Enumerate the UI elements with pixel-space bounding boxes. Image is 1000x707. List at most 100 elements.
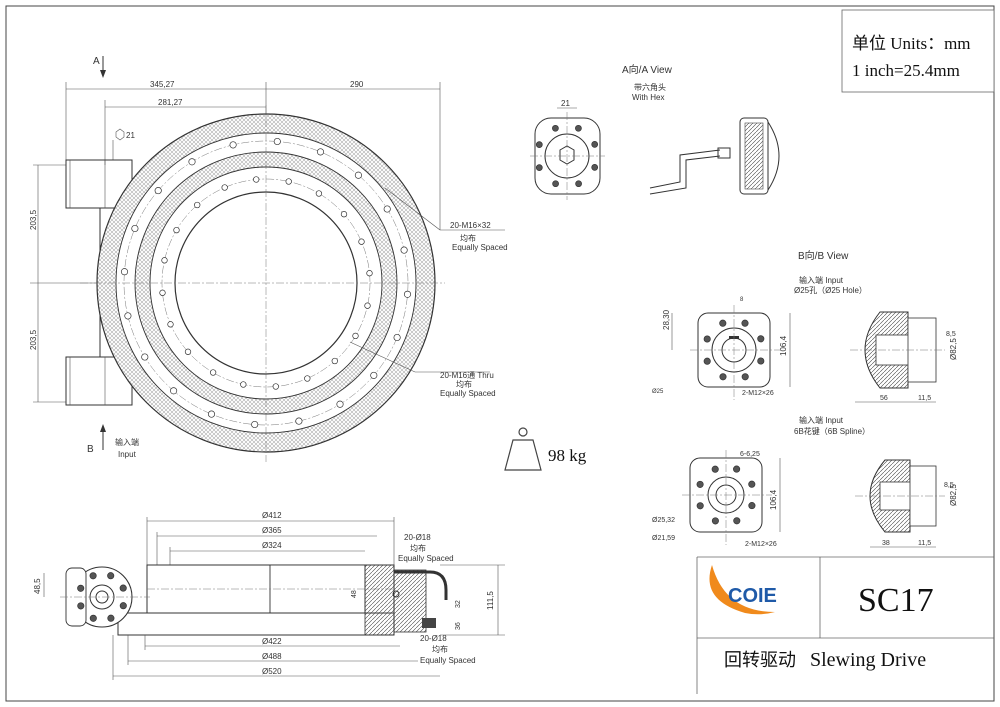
outer-holes-en: Equally Spaced bbox=[452, 243, 508, 252]
bolt-hole bbox=[167, 321, 174, 328]
bolt-hole bbox=[741, 373, 749, 381]
bolt-hole bbox=[331, 357, 338, 365]
weight-icon bbox=[504, 427, 542, 471]
bolt-hole bbox=[107, 572, 115, 580]
sec-h32: 32 bbox=[455, 600, 462, 608]
sec-h48: 48 bbox=[351, 590, 358, 598]
sec-top-holes-spec: 20-Ø18 bbox=[404, 533, 431, 542]
bolt-hole bbox=[119, 584, 127, 592]
bolt-hole bbox=[719, 319, 727, 327]
bolt-hole bbox=[696, 480, 704, 488]
bolt-hole bbox=[552, 124, 559, 132]
bolt-hole bbox=[170, 387, 178, 395]
b-dim-56: 56 bbox=[880, 395, 888, 402]
bolt-hole bbox=[748, 480, 756, 488]
bolt-hole bbox=[194, 201, 201, 209]
drawing-frame bbox=[5, 5, 995, 702]
bolt-hole bbox=[240, 381, 247, 388]
sec-d412: Ø412 bbox=[262, 511, 282, 520]
bolt-hole bbox=[741, 319, 749, 327]
bolt-hole bbox=[383, 205, 391, 213]
sec-h485: 48,5 bbox=[33, 578, 42, 594]
bolt-hole bbox=[221, 184, 228, 191]
b-dim-115a: 11,5 bbox=[918, 395, 931, 402]
bolt-hole bbox=[403, 290, 412, 298]
a-view-dim: 21 bbox=[561, 99, 570, 108]
bolt-hole bbox=[272, 383, 279, 390]
bolt-hole bbox=[251, 420, 259, 429]
bolt-hole bbox=[141, 353, 149, 361]
bolt-hole bbox=[107, 614, 115, 622]
bolt-hole bbox=[184, 348, 192, 355]
units-box bbox=[841, 9, 995, 93]
bolt-hole bbox=[285, 178, 292, 185]
bolt-hole bbox=[354, 171, 362, 179]
bolt-hole bbox=[364, 302, 371, 309]
sec-bot-holes-spec: 20-Ø18 bbox=[420, 634, 447, 643]
sec-d324: Ø324 bbox=[262, 541, 282, 550]
section-view: Ø412 Ø365 Ø324 20-Ø18 均布 Equally Spaced … bbox=[33, 511, 505, 680]
b-tap-a: 2-M12×26 bbox=[742, 390, 774, 397]
b-dim-2532: Ø25,32 bbox=[652, 517, 675, 524]
bolt-hole bbox=[535, 141, 543, 148]
sec-h36: 36 bbox=[455, 622, 462, 630]
bolt-hole bbox=[575, 124, 582, 132]
b-view-title: B向/B View bbox=[798, 249, 849, 262]
b-dim-2159: Ø21,59 bbox=[652, 535, 675, 542]
a-view-title: A向/A View bbox=[622, 63, 673, 76]
model-number: SC17 bbox=[858, 582, 934, 619]
bolt-hole bbox=[77, 602, 85, 610]
bolt-hole bbox=[757, 335, 765, 343]
bolt-hole bbox=[124, 312, 132, 320]
bolt-hole bbox=[733, 465, 741, 473]
bolt-hole bbox=[159, 289, 166, 296]
b-view-hole-cn: 输入端 Input bbox=[799, 275, 844, 285]
bolt-hole bbox=[733, 517, 741, 525]
bolt-hole bbox=[757, 357, 765, 365]
bolt-hole bbox=[209, 369, 217, 376]
b-dim-115b: 11,5 bbox=[918, 540, 931, 547]
b-dim-85a: 8,5 bbox=[946, 331, 956, 338]
outer-hole-pattern bbox=[120, 137, 412, 429]
sec-bot-holes-en: Equally Spaced bbox=[420, 656, 476, 665]
top-view: A B 345,27 290 281,27 21 203,5 203,5 bbox=[29, 56, 508, 462]
b-dim-85b: 8,5 bbox=[944, 482, 954, 489]
product-name-cn: 回转驱动 bbox=[724, 650, 796, 671]
bolt-hole bbox=[696, 502, 704, 510]
b-dim-825a: Ø82,5 bbox=[949, 338, 958, 360]
bolt-hole bbox=[719, 373, 727, 381]
sec-d488: Ø488 bbox=[262, 652, 282, 661]
bolt-hole bbox=[161, 257, 168, 264]
view-marker-b: B bbox=[87, 444, 94, 455]
b-tap-b: 2-M12×26 bbox=[745, 541, 777, 548]
bolt-hole bbox=[703, 357, 711, 365]
a-view-hex-en: With Hex bbox=[632, 93, 664, 102]
bolt-hole bbox=[273, 137, 281, 146]
bolt-hole bbox=[340, 211, 348, 218]
b-view-hole-size: Ø25孔（Ø25 Hole） bbox=[794, 286, 867, 295]
weight-value: 98 kg bbox=[548, 446, 587, 465]
bolt-hole bbox=[336, 400, 344, 408]
sec-d422: Ø422 bbox=[262, 637, 282, 646]
b-dim-28: 28,30 bbox=[662, 309, 671, 330]
sec-bot-holes-cn: 均布 bbox=[432, 644, 448, 654]
dim-203-bot: 203,5 bbox=[29, 329, 38, 350]
bolt-hole bbox=[77, 584, 85, 592]
b-dim-8: 8 bbox=[740, 297, 744, 303]
units-line2: 1 inch=25.4mm bbox=[852, 61, 960, 80]
b-dim-106b: 106,4 bbox=[769, 489, 778, 510]
view-marker-a: A bbox=[93, 56, 100, 67]
bolt-hole bbox=[703, 335, 711, 343]
inner-holes-spec: 20-M16通 Thru bbox=[440, 370, 494, 380]
dim-290: 290 bbox=[350, 80, 364, 89]
bolt-hole bbox=[119, 602, 127, 610]
bolt-hole bbox=[89, 614, 97, 622]
a-view-hex-cn: 带六角头 bbox=[634, 82, 666, 92]
hex-21: 21 bbox=[126, 131, 135, 140]
dim-281: 281,27 bbox=[158, 98, 183, 107]
bolt-hole bbox=[207, 410, 216, 418]
dim-345: 345,27 bbox=[150, 80, 175, 89]
a-view: A向/A View 带六角头 With Hex 21 bbox=[530, 63, 780, 200]
input-label-en: Input bbox=[118, 450, 137, 459]
b-dim-106a: 106,4 bbox=[779, 335, 788, 356]
